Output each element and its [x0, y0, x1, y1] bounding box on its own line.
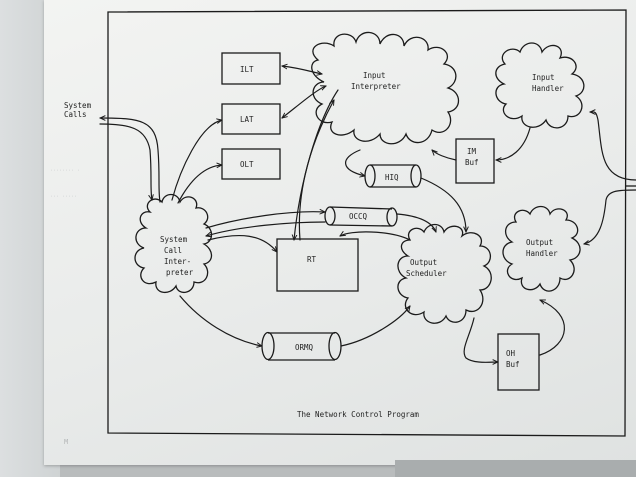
svg-text:Buf: Buf — [506, 360, 520, 369]
output-scheduler-blob — [397, 223, 492, 324]
olt-label: OLT — [240, 160, 254, 169]
svg-text:Input: Input — [363, 71, 386, 80]
svg-text:Handler: Handler — [526, 249, 558, 258]
svg-text:Calls: Calls — [64, 110, 87, 119]
ghost-text: ········ · — [50, 168, 80, 174]
svg-text:Handler: Handler — [532, 84, 564, 93]
ilt-label: ILT — [240, 65, 254, 74]
system-calls-label: System Calls — [64, 101, 92, 119]
frame-border — [107, 9, 627, 437]
input-handler-label: Input Handler — [532, 73, 564, 93]
occq-label: OCCQ — [349, 212, 368, 221]
svg-text:IM: IM — [467, 147, 477, 156]
svg-text:System: System — [160, 235, 188, 244]
svg-text:OH: OH — [506, 349, 516, 358]
ghost-text: ··· ····· — [50, 194, 77, 200]
output-handler-blob — [502, 205, 581, 292]
input-interpreter-label: Input Interpreter — [351, 71, 401, 91]
rt-label: RT — [307, 255, 317, 264]
im-buf-box — [455, 138, 495, 184]
svg-text:Input: Input — [532, 73, 555, 82]
rt-box — [276, 238, 359, 292]
occq-queue — [324, 206, 398, 227]
svg-text:Interpreter: Interpreter — [351, 82, 401, 91]
lat-label: LAT — [240, 115, 254, 124]
svg-text:Output: Output — [526, 238, 553, 247]
system-call-interpreter-blob — [134, 193, 213, 293]
oh-buf-label: OH Buf — [506, 349, 520, 369]
svg-text:Inter-: Inter- — [164, 257, 191, 266]
output-scheduler-label: Output Scheduler — [406, 258, 447, 278]
ormq-label: ORMQ — [295, 343, 314, 352]
svg-text:Buf: Buf — [465, 158, 479, 167]
diagram-title: The Network Control Program — [297, 410, 419, 419]
connectors — [100, 66, 636, 362]
page-tab — [395, 460, 636, 477]
svg-text:System: System — [64, 101, 92, 110]
svg-text:Call: Call — [164, 246, 182, 255]
margin-mark: M — [64, 438, 68, 446]
input-handler-blob — [495, 42, 585, 129]
ilt-box — [221, 52, 281, 85]
svg-text:Scheduler: Scheduler — [406, 269, 447, 278]
hiq-label: HIQ — [385, 173, 399, 182]
svg-text:Output: Output — [410, 258, 437, 267]
im-buf-label: IM Buf — [465, 147, 479, 167]
output-handler-label: Output Handler — [526, 238, 558, 258]
system-call-interpreter-label: System Call Inter- preter — [160, 235, 194, 277]
svg-text:preter: preter — [166, 268, 194, 277]
